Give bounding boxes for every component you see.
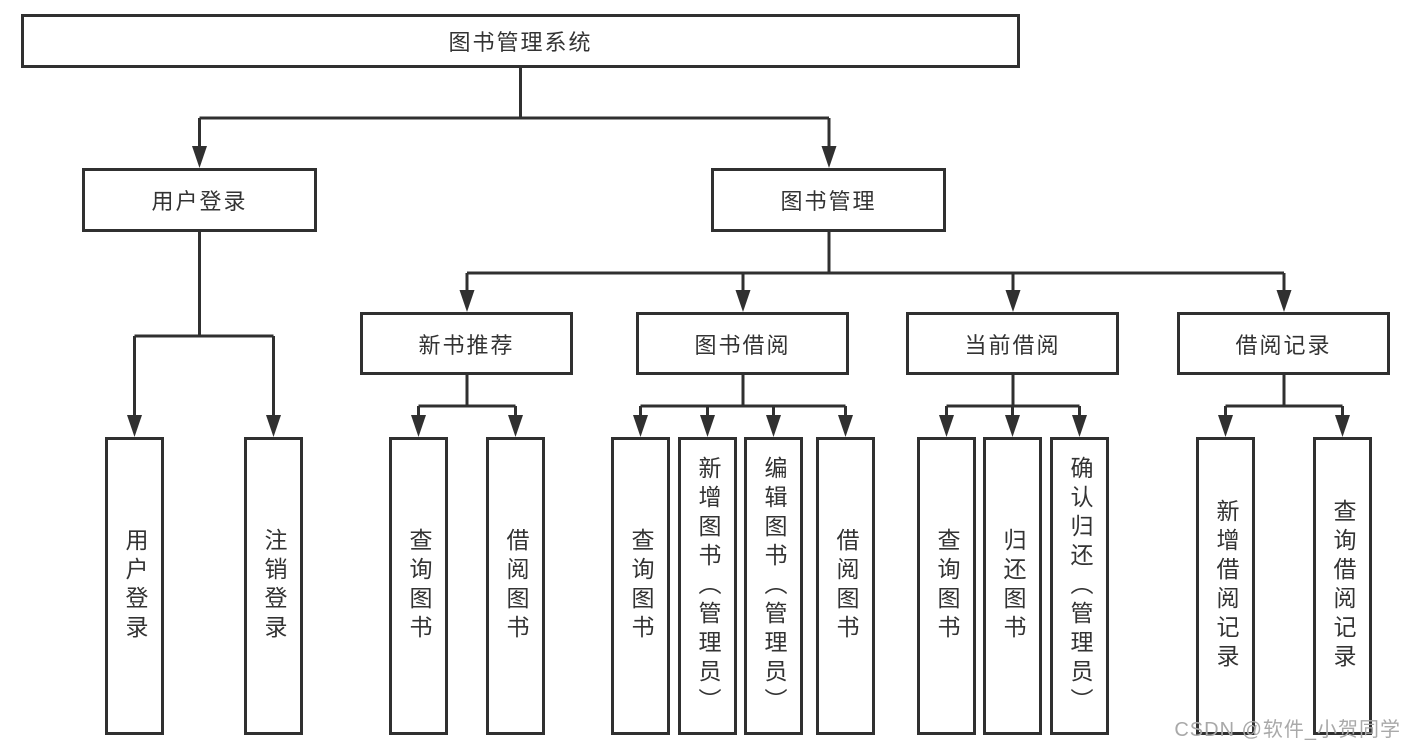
node-label: 查询借阅记录: [1330, 499, 1356, 673]
node-borrow-books: 借阅图书: [816, 437, 875, 735]
node-current-borrow: 当前借阅: [906, 312, 1119, 375]
node-label: 查询图书: [628, 528, 654, 644]
node-label: 新增图书（管理员）: [695, 455, 721, 717]
node-library-management-system: 图书管理系统: [21, 14, 1020, 68]
arrow-down-icons: [127, 146, 1350, 437]
node-new-book-recommend: 新书推荐: [360, 312, 573, 375]
node-label: 查询图书: [934, 528, 960, 644]
node-label: 编辑图书（管理员）: [761, 455, 787, 717]
node-query-books-borrow: 查询图书: [611, 437, 670, 735]
node-edit-book-admin: 编辑图书（管理员）: [744, 437, 803, 735]
node-label: 查询图书: [406, 528, 432, 644]
watermark-text: CSDN @软件_小贺同学: [1174, 719, 1401, 741]
node-query-borrow-record: 查询借阅记录: [1313, 437, 1372, 735]
node-label: 确认归还（管理员）: [1067, 455, 1093, 717]
node-add-book-admin: 新增图书（管理员）: [678, 437, 737, 735]
tree-edges: [133, 68, 1344, 418]
node-logout: 注销登录: [244, 437, 303, 735]
node-label: 用户登录: [122, 528, 148, 644]
node-return-books: 归还图书: [983, 437, 1042, 735]
node-query-books-recommend: 查询图书: [389, 437, 448, 735]
node-confirm-return-admin: 确认归还（管理员）: [1050, 437, 1109, 735]
node-label: 归还图书: [1000, 528, 1026, 644]
node-label: 借阅图书: [503, 528, 529, 644]
node-user-login: 用户登录: [105, 437, 164, 735]
node-add-borrow-record: 新增借阅记录: [1196, 437, 1255, 735]
node-label: 借阅图书: [833, 528, 859, 644]
node-book-management: 图书管理: [711, 168, 946, 232]
node-query-books-current: 查询图书: [917, 437, 976, 735]
node-label: 新增借阅记录: [1213, 499, 1239, 673]
node-book-borrow: 图书借阅: [636, 312, 849, 375]
node-label: 注销登录: [261, 528, 287, 644]
node-borrow-books-recommend: 借阅图书: [486, 437, 545, 735]
node-borrow-records: 借阅记录: [1177, 312, 1390, 375]
node-user-login-branch: 用户登录: [82, 168, 317, 232]
